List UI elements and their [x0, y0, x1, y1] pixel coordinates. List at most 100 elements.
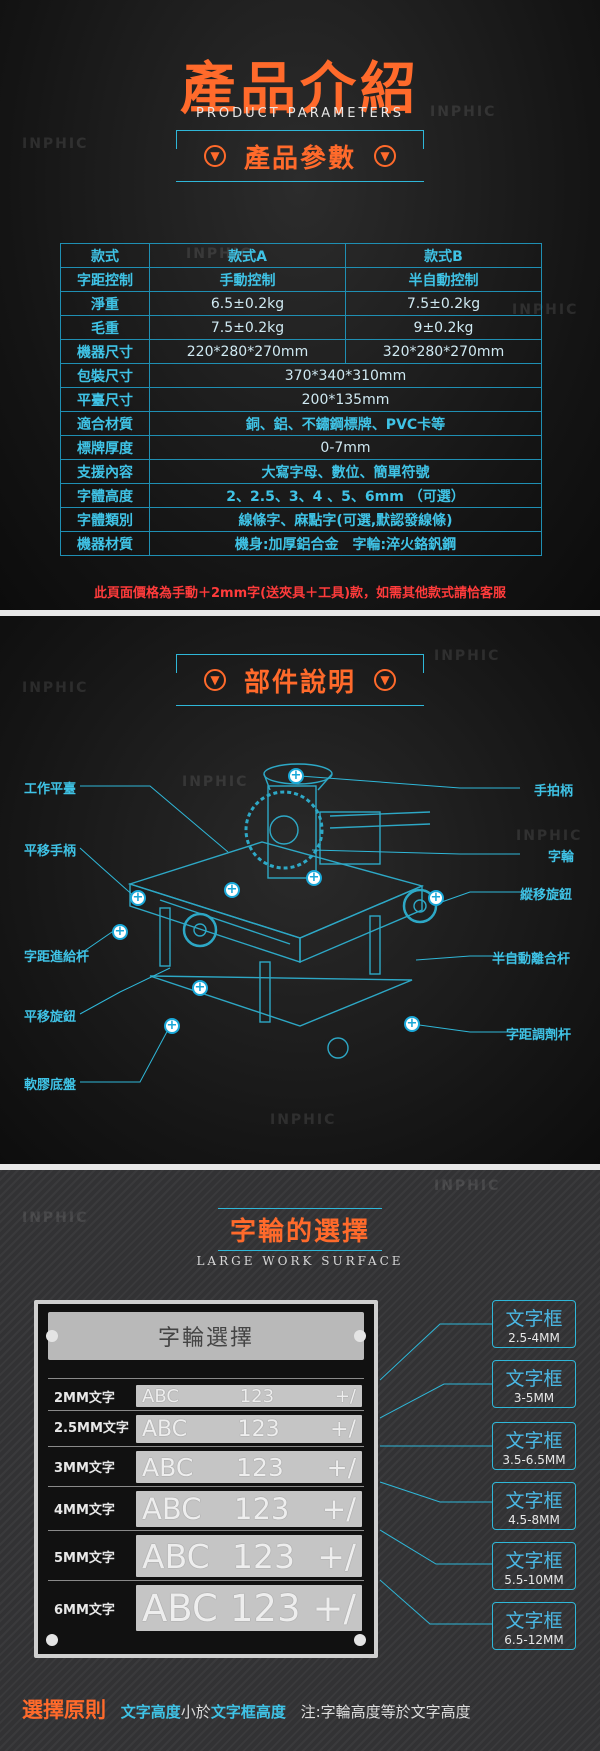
- page-subtitle: PRODUCT PARAMETERS: [196, 106, 404, 121]
- plus-marker-icon: +: [306, 870, 322, 886]
- frame-range: 3-5MM: [513, 1391, 555, 1405]
- principle-note: 注:字輪高度等於文字高度: [300, 1703, 471, 1721]
- row-value: 0-7mm: [149, 435, 542, 460]
- row-value-a: 7.5±0.2kg: [149, 315, 346, 340]
- sample-digits: 123: [239, 1385, 275, 1407]
- watermark: INPHIC: [182, 774, 249, 790]
- row-key: 機器材質: [60, 531, 150, 556]
- sample-letters: ABC: [142, 1385, 179, 1407]
- sample-bar: ABC 123 +/: [136, 1415, 362, 1443]
- size-row: 6MM文字 ABC 123 +/: [48, 1580, 364, 1637]
- row-value: 線條字、麻點字(可選,默認發線條): [149, 507, 542, 532]
- size-row: 4MM文字 ABC 123 +/: [48, 1486, 364, 1531]
- part-label: 縱移旋鈕: [520, 888, 573, 903]
- sample-letters: ABC: [142, 1492, 202, 1526]
- rivet-icon: [46, 1330, 58, 1342]
- row-value: 200*135mm: [149, 387, 542, 412]
- row-value-b: 9±0.2kg: [345, 315, 542, 340]
- size-label: 3MM文字: [54, 1461, 115, 1476]
- watermark: INPHIC: [22, 1210, 89, 1226]
- sample-symbols: +/: [326, 1452, 356, 1482]
- section-title: 字輪的選擇: [217, 1208, 382, 1251]
- size-label: 4MM文字: [54, 1503, 115, 1518]
- size-row: 2MM文字 ABC 123 +/: [48, 1378, 364, 1411]
- table-row: 機器材質機身:加厚鋁合金 字輪:淬火鉻釩鋼: [60, 531, 542, 556]
- sample-digits: 123: [229, 1586, 301, 1630]
- watermark: INPHIC: [516, 828, 583, 844]
- part-label: 工作平臺: [24, 782, 77, 797]
- chevron-down-icon: ▼: [203, 669, 226, 691]
- row-key: 淨重: [60, 291, 150, 316]
- section-divider: [0, 1164, 600, 1170]
- section-pill-parts: ▼ 部件說明 ▼: [176, 654, 424, 706]
- rivet-icon: [46, 1634, 58, 1646]
- table-header-row: 款式 款式A 款式B: [60, 243, 542, 268]
- sample-letters: ABC: [142, 1416, 188, 1442]
- frame-label: 文字框: [505, 1308, 563, 1330]
- size-label: 5MM文字: [54, 1551, 115, 1566]
- product-parameters-section: INPHIC INPHIC INPHIC INPHIC 產品介紹 PRODUCT…: [0, 0, 600, 610]
- table-row: 支援內容大寫字母、數位、簡單符號: [60, 459, 542, 484]
- size-row: 5MM文字 ABC 123 +/: [48, 1530, 364, 1581]
- rivet-icon: [354, 1634, 366, 1646]
- size-label: 2.5MM文字: [54, 1421, 129, 1436]
- section-subtitle: LARGE WORK SURFACE: [196, 1254, 404, 1268]
- sample-symbols: +/: [317, 1536, 356, 1576]
- table-header: 款式: [60, 243, 150, 268]
- table-row: 字體類別線條字、麻點字(可選,默認發線條): [60, 507, 542, 532]
- section-divider: [0, 610, 600, 616]
- table-header: 款式B: [345, 243, 542, 268]
- section-pill-params: ▼ 產品參數 ▼: [176, 130, 424, 182]
- sample-symbols: +/: [321, 1492, 356, 1526]
- plus-marker-icon: +: [224, 882, 240, 898]
- price-note: 此頁面價格為手動＋2mm字(送夾具＋工具)款，如需其他款式請恰客服: [93, 586, 507, 601]
- row-key: 適合材質: [60, 411, 150, 436]
- sample-bar: ABC 123 +/: [136, 1491, 362, 1527]
- row-key: 字距控制: [60, 267, 150, 292]
- row-key: 標牌厚度: [60, 435, 150, 460]
- selection-principle: 選擇原則 文字高度小於文字框高度 注:字輪高度等於文字高度: [22, 1694, 471, 1724]
- part-label: 軟膠底盤: [24, 1078, 77, 1093]
- plate-title: 字輪選擇: [48, 1312, 364, 1360]
- plus-marker-icon: +: [404, 1016, 420, 1032]
- sample-bar: ABC 123 +/: [136, 1385, 362, 1407]
- row-value: 2、2.5、3、4 、5、6mm （可選）: [149, 483, 542, 508]
- row-key: 機器尺寸: [60, 339, 150, 364]
- row-value-a: 手動控制: [149, 267, 346, 292]
- row-value-b: 7.5±0.2kg: [345, 291, 542, 316]
- part-label: 字距進給杆: [24, 950, 90, 965]
- chevron-down-icon: ▼: [203, 145, 226, 167]
- sample-letters: ABC: [142, 1452, 194, 1482]
- pill-label: 產品參數: [243, 143, 356, 174]
- frame-range: 2.5-4MM: [508, 1331, 560, 1345]
- principle-text-1: 文字高度: [120, 1703, 181, 1721]
- frame-label: 文字框: [505, 1610, 563, 1632]
- table-row: 適合材質銅、鋁、不鏽鋼標牌、PVC卡等: [60, 411, 542, 436]
- principle-lead: 選擇原則: [22, 1698, 106, 1722]
- frame-range: 6.5-12MM: [504, 1633, 564, 1647]
- frame-range: 5.5-10MM: [504, 1573, 564, 1587]
- sample-symbols: +/: [330, 1416, 356, 1442]
- frame-range: 4.5-8MM: [508, 1513, 560, 1527]
- row-key: 平臺尺寸: [60, 387, 150, 412]
- machine-diagram: [79, 763, 520, 1083]
- sample-bar: ABC 123 +/: [136, 1451, 362, 1483]
- frame-label: 文字框: [505, 1430, 563, 1452]
- frame-range: 3.5-6.5MM: [502, 1453, 566, 1467]
- row-key: 字體類別: [60, 507, 150, 532]
- part-label: 平移手柄: [24, 844, 77, 859]
- page-title: 產品介紹: [180, 57, 420, 122]
- row-value-b: 半自動控制: [345, 267, 542, 292]
- size-row: 3MM文字 ABC 123 +/: [48, 1446, 364, 1487]
